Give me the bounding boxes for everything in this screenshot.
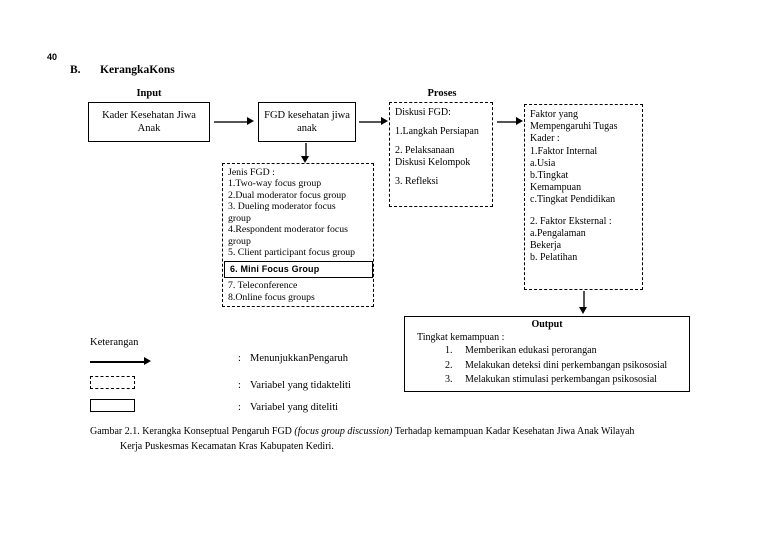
spacer (395, 169, 489, 176)
output-title: Output (531, 319, 563, 330)
legend-arrow-icon (90, 361, 148, 363)
box-output: Output Tingkat kemampuan : 1. Memberikan… (404, 316, 690, 392)
faktor-title-line3: Kader : (530, 133, 560, 145)
faktor-internal-c: c.Tingkat Pendidikan (530, 194, 616, 206)
output-list-item: 3. Melakukan stimulasi perkembangan psik… (445, 373, 685, 388)
legend-colon: : (238, 402, 241, 413)
legend-colon: : (238, 380, 241, 391)
jenis-fgd-item-7: 7. Teleconference (228, 280, 298, 292)
jenis-fgd-item-4-cont: group (228, 235, 251, 247)
figure-caption-part1: Gambar 2.1. Kerangka Konseptual Pengaruh… (90, 426, 295, 437)
legend-label-tidak-diteliti: Variabel yang tidakteliti (250, 380, 351, 391)
arrow-head-icon (381, 117, 388, 125)
faktor-title-line2: Mempengaruhi Tugas (530, 121, 618, 133)
jenis-fgd-item-5: 5. Client participant focus group (228, 247, 356, 259)
faktor-internal-heading: 1.Faktor Internal (530, 145, 598, 157)
legend-label-pengaruh: MenunjukkanPengaruh (250, 353, 348, 364)
jenis-fgd-item-8: 8.Online focus groups (228, 291, 315, 303)
legend-label-diteliti: Variabel yang diteliti (250, 402, 339, 413)
connector-fgd-to-diskusi (359, 121, 382, 123)
faktor-title-line1: Faktor yang (530, 109, 579, 120)
faktor-eksternal-b: b. Pelatihan (530, 252, 578, 264)
page-number: 40 (47, 52, 58, 62)
output-item-1-number: 1. (445, 345, 453, 356)
connector-fgd-to-jenis (305, 143, 307, 158)
legend-solid-rectangle-icon (90, 399, 135, 412)
diskusi-fgd-item-2: 2. Pelaksanaan (395, 145, 455, 156)
jenis-fgd-item-6-highlighted: 6. Mini Focus Group (224, 260, 373, 279)
output-list-item: 2. Melakukan deteksi dini perkembangan p… (445, 359, 685, 374)
spacer (395, 138, 489, 145)
box-jenis-fgd: Jenis FGD : 1.Two-way focus group 2.Dual… (222, 163, 374, 307)
figure-caption-part2: Terhadap kemampuan Kadar Kesehatan Jiwa … (392, 426, 635, 437)
box-fgd-line2: anak (297, 123, 317, 134)
output-item-3-number: 3. (445, 374, 453, 385)
connector-faktor-to-output (583, 291, 585, 309)
spacer (530, 207, 639, 216)
jenis-fgd-item-3-cont: group (228, 212, 251, 224)
section-title: KerangkaKons (100, 64, 175, 76)
output-list-item: 1. Memberikan edukasi perorangan (445, 344, 685, 359)
jenis-fgd-item-4: 4.Respondent moderator focus (228, 224, 348, 236)
box-fgd-kesehatan-jiwa-anak: FGD kesehatan jiwa anak (258, 102, 356, 142)
figure-caption-line2: Kerja Puskesmas Kecamatan Kras Kabupaten… (120, 440, 334, 452)
jenis-fgd-item-1: 1.Two-way focus group (228, 178, 322, 190)
figure-caption-italic: (focus group discussion) (294, 426, 393, 437)
box-kader-line2: Anak (137, 123, 161, 134)
arrow-head-icon (301, 156, 309, 163)
section-letter: B. (70, 64, 81, 76)
connector-diskusi-to-faktor (497, 121, 517, 123)
legend-colon: : (238, 353, 241, 364)
column-label-proses: Proses (427, 88, 457, 99)
jenis-fgd-title: Jenis FGD : (228, 167, 275, 178)
box-faktor-mempengaruhi-tugas-kader: Faktor yang Mempengaruhi Tugas Kader : 1… (524, 104, 643, 290)
output-subtitle: Tingkat kemampuan : (417, 332, 505, 343)
faktor-internal-a: a.Usia (530, 157, 556, 169)
legend-dashed-rectangle-icon (90, 376, 135, 389)
legend-arrow-head-icon (144, 357, 151, 365)
diskusi-fgd-item-1: 1.Langkah Persiapan (395, 126, 479, 137)
box-kader-kesehatan-jiwa-anak: Kader Kesehatan Jiwa Anak (88, 102, 210, 142)
connector-kader-to-fgd (214, 121, 248, 123)
diskusi-fgd-item-3: 3. Refleksi (395, 176, 439, 187)
legend-title: Keterangan (90, 337, 139, 348)
jenis-fgd-item-3: 3. Dueling moderator focus (228, 201, 336, 213)
faktor-internal-b: b.Tingkat (530, 169, 569, 181)
column-label-input: Input (136, 88, 162, 99)
box-kader-line1: Kader Kesehatan Jiwa (102, 109, 196, 121)
arrow-head-icon (247, 117, 254, 125)
output-item-2-number: 2. (445, 359, 453, 371)
diskusi-fgd-item-2-cont: Diskusi Kelompok (395, 157, 471, 168)
box-fgd-line1: FGD kesehatan jiwa (264, 109, 350, 121)
faktor-internal-b-cont: Kemampuan (530, 182, 582, 194)
faktor-eksternal-a: a.Pengalaman (530, 227, 586, 239)
output-item-3-text: Melakukan stimulasi perkembangan psikoso… (465, 374, 657, 385)
faktor-eksternal-a-cont: Bekerja (530, 239, 562, 251)
arrow-head-icon (516, 117, 523, 125)
spacer (395, 119, 489, 126)
output-item-2-text: Melakukan deteksi dini perkembangan psik… (465, 359, 668, 371)
output-item-1-text: Memberikan edukasi perorangan (465, 345, 597, 356)
box-diskusi-fgd: Diskusi FGD: 1.Langkah Persiapan 2. Pela… (389, 102, 493, 207)
jenis-fgd-item-2: 2.Dual moderator focus group (228, 189, 347, 201)
faktor-eksternal-heading: 2. Faktor Eksternal : (530, 215, 612, 227)
diskusi-fgd-title: Diskusi FGD: (395, 107, 451, 118)
figure-caption: Gambar 2.1. Kerangka Konseptual Pengaruh… (90, 425, 730, 454)
arrow-head-icon (579, 307, 587, 314)
